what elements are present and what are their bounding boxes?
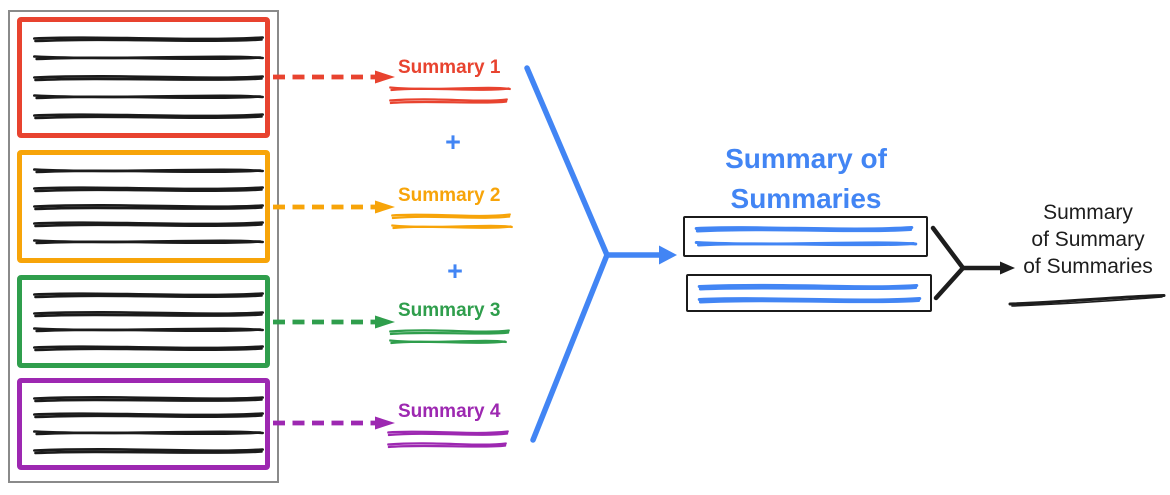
text-scribble-line [32, 292, 265, 299]
summary-of-summaries-box-1 [683, 216, 928, 257]
merge-arrow [524, 65, 677, 443]
summary1-scribble [388, 84, 512, 105]
summary-scribble-line [390, 213, 512, 220]
final-summary-label-line2: of Summary [1031, 228, 1145, 251]
summary1-label: Summary 1 [398, 57, 501, 78]
text-scribble-line [32, 204, 265, 212]
summary4-label: Summary 4 [398, 401, 501, 422]
summary-scribble-line [694, 226, 914, 233]
text-scribble-line [32, 221, 265, 228]
text-scribble-line [32, 310, 265, 318]
text-scribble-line [32, 239, 265, 245]
arrow-chunk4-to-summary4 [273, 416, 395, 430]
final-summary-label-line3: of Summaries [1023, 255, 1153, 278]
summary2-label: Summary 2 [398, 185, 501, 206]
summary-of-summaries-title: Summary of Summaries [688, 139, 924, 219]
summary-scribble-line [697, 296, 922, 304]
text-scribble-line [32, 447, 265, 455]
summary-scribble-line [697, 284, 919, 291]
final-merge-bracket [930, 225, 1015, 301]
summary3-label: Summary 3 [398, 300, 501, 321]
summary-scribble-line [694, 240, 918, 247]
text-scribble-line [32, 75, 265, 82]
summary-scribble-line [388, 98, 509, 105]
text-scribble-line [32, 55, 265, 61]
summary-of-summaries-title-line2: Summaries [730, 183, 882, 214]
summary-scribble-line [386, 430, 510, 437]
text-scribble-line [32, 396, 265, 403]
plus-operator-1: + [445, 127, 461, 157]
text-scribble-line [32, 344, 265, 352]
text-scribble-line [32, 327, 265, 333]
final-summary-label: Summary of Summary of Summaries [1010, 199, 1166, 280]
text-scribble-line [32, 185, 265, 193]
text-scribble-line [32, 412, 265, 419]
summary4-scribble [386, 428, 510, 449]
document-chunk-2 [17, 150, 270, 263]
summary-scribble-line [388, 86, 512, 92]
text-scribble-line [32, 112, 265, 120]
summary-scribble-line [390, 224, 514, 230]
summary2-scribble [390, 211, 514, 232]
summary-scribble-line [388, 329, 511, 336]
summary3-scribble [388, 326, 511, 347]
summary-scribble-line [386, 442, 508, 449]
text-scribble-line [32, 167, 265, 174]
source-document-frame [8, 10, 279, 483]
arrow-chunk1-to-summary1 [273, 70, 395, 84]
document-chunk-3 [17, 275, 270, 368]
final-summary-scribble [1008, 294, 1166, 307]
plus-operator-2: + [447, 256, 463, 286]
summary-scribble-line [388, 339, 508, 345]
arrow-chunk3-to-summary3 [273, 315, 395, 329]
arrow-chunk2-to-summary2 [273, 200, 395, 214]
text-scribble-line [32, 93, 265, 100]
summary-of-summaries-title-line1: Summary of [725, 143, 887, 174]
final-summary-label-line1: Summary [1043, 201, 1133, 224]
summary-of-summaries-box-2 [686, 274, 932, 312]
text-scribble-line [32, 429, 265, 436]
text-scribble-line [32, 36, 265, 43]
document-chunk-1 [17, 17, 270, 138]
document-chunk-4 [17, 378, 270, 470]
